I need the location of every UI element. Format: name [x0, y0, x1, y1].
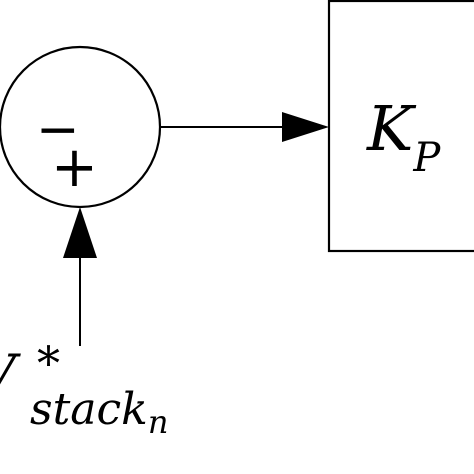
minus-sign: − — [36, 100, 80, 160]
gain-label: KP — [366, 92, 441, 181]
plus-sign: + — [51, 135, 98, 200]
gain-block — [327, 0, 474, 253]
reference-symbol: V — [0, 342, 21, 410]
reference-subscript-main: stack — [30, 384, 148, 435]
reference-subscript-sub: n — [148, 403, 169, 441]
reference-subscript: stackn — [30, 384, 168, 441]
junction-to-gain-arrowhead — [282, 112, 329, 142]
reference-superscript: * — [37, 336, 60, 390]
reference-label: V — [0, 342, 21, 410]
gain-symbol: K — [366, 92, 417, 165]
gain-subscript: P — [412, 135, 441, 181]
reference-input-arrowhead — [63, 207, 97, 258]
